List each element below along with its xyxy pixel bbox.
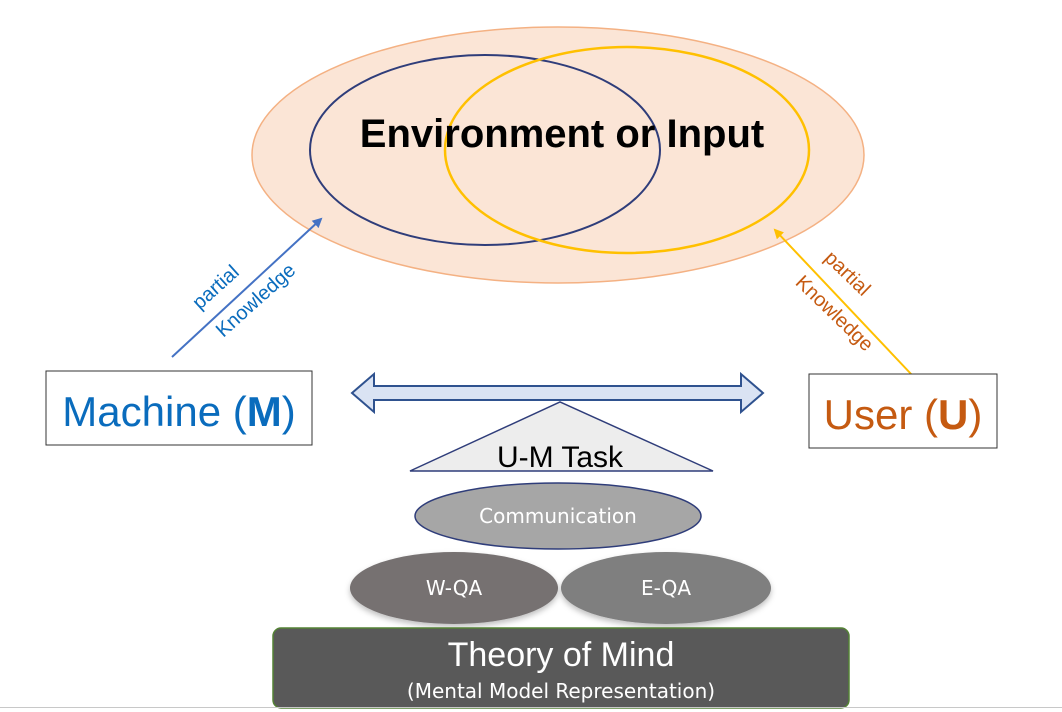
machine-box xyxy=(45,370,313,446)
environment-ellipse xyxy=(251,26,865,284)
machine-arrow xyxy=(171,217,323,358)
task-triangle xyxy=(409,401,714,472)
machine-letter: M xyxy=(247,388,282,435)
theory-subtitle: (Mental Model Representation) xyxy=(407,679,715,703)
user-knowledge-ellipse xyxy=(443,45,811,255)
user-label: User (U) xyxy=(824,391,983,438)
eqa-ellipse xyxy=(561,552,771,624)
machine-label: Machine (M) xyxy=(62,388,295,435)
user-letter: U xyxy=(938,391,968,438)
user-label-text: User ( xyxy=(824,391,938,438)
user-label-close: ) xyxy=(968,391,982,438)
machine-label-text: Machine ( xyxy=(62,388,246,435)
wqa-ellipse xyxy=(350,552,558,624)
machine-knowledge-ellipse xyxy=(309,54,661,246)
user-arrow xyxy=(773,228,913,376)
communication-label: Communication xyxy=(479,504,637,528)
environment-title: Environment or Input xyxy=(360,112,764,156)
theory-of-mind-box xyxy=(272,627,850,709)
theory-title: Theory of Mind xyxy=(448,636,675,674)
double-arrow xyxy=(350,371,765,415)
wqa-label: W-QA xyxy=(426,576,483,600)
machine-label-close: ) xyxy=(282,388,296,435)
bottom-divider xyxy=(0,707,1062,708)
communication-ellipse xyxy=(414,482,702,550)
task-label: U-M Task xyxy=(497,441,624,474)
eqa-label: E-QA xyxy=(641,576,691,600)
user-box xyxy=(808,373,998,449)
